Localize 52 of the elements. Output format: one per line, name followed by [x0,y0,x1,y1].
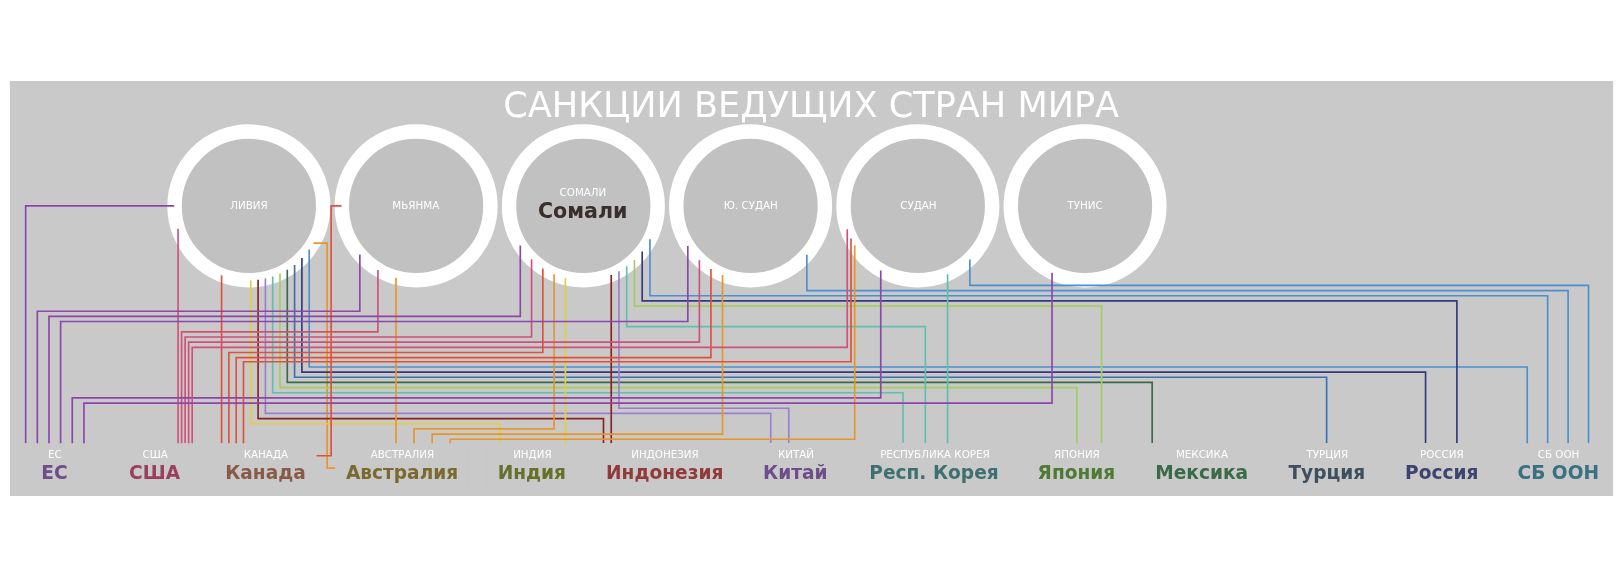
connector [256,278,604,444]
connector [648,238,1548,444]
connector [24,204,175,444]
connector [805,253,1569,444]
node-label: Мексика [1154,461,1248,483]
connector [312,241,336,469]
connector [264,277,772,444]
connector [187,258,700,444]
node-label: Турция [1287,461,1365,483]
connector [271,275,904,444]
node-circle: СУДАН [835,123,999,287]
connector [180,268,379,444]
connector [412,273,555,444]
connector [183,257,532,444]
node-label: Респ. Корея [868,461,999,483]
node-label: СБ ООН [1517,461,1599,483]
connector [640,250,1458,444]
connector [47,244,521,444]
node-label: Китай [762,461,828,483]
node-circle: ТУНИС [1003,123,1167,287]
node-label: Австралия [345,461,458,483]
node-circle: Ю. СУДАН [668,123,832,287]
node-label: Индия [497,461,566,483]
connector [227,267,544,444]
connector [234,267,712,444]
connector [430,273,723,444]
connector [249,278,501,444]
node-label: ЕС [40,461,68,483]
connector [394,276,397,444]
connector [946,273,948,444]
node-label: Индонезия [605,461,723,483]
connector [220,274,222,444]
connector [617,270,790,444]
connector [968,258,1589,444]
connector [448,243,856,444]
connector [315,204,342,457]
connector [36,253,361,444]
connector [59,244,689,444]
connector [176,227,179,444]
connector [609,273,612,444]
node-label: США [128,461,180,483]
connector [82,271,1053,444]
node-label: Япония [1037,461,1115,483]
node-label: Россия [1404,461,1478,483]
node-circle: ЛИВИЯ [166,123,330,287]
connector [70,269,882,444]
connector [633,258,1102,444]
node-circle: МЬЯНМА [334,123,498,287]
connector [564,276,566,444]
connector [625,264,926,444]
node-label: Канада [224,461,306,483]
node-circle: СОМАЛИ Сомали [501,123,665,287]
